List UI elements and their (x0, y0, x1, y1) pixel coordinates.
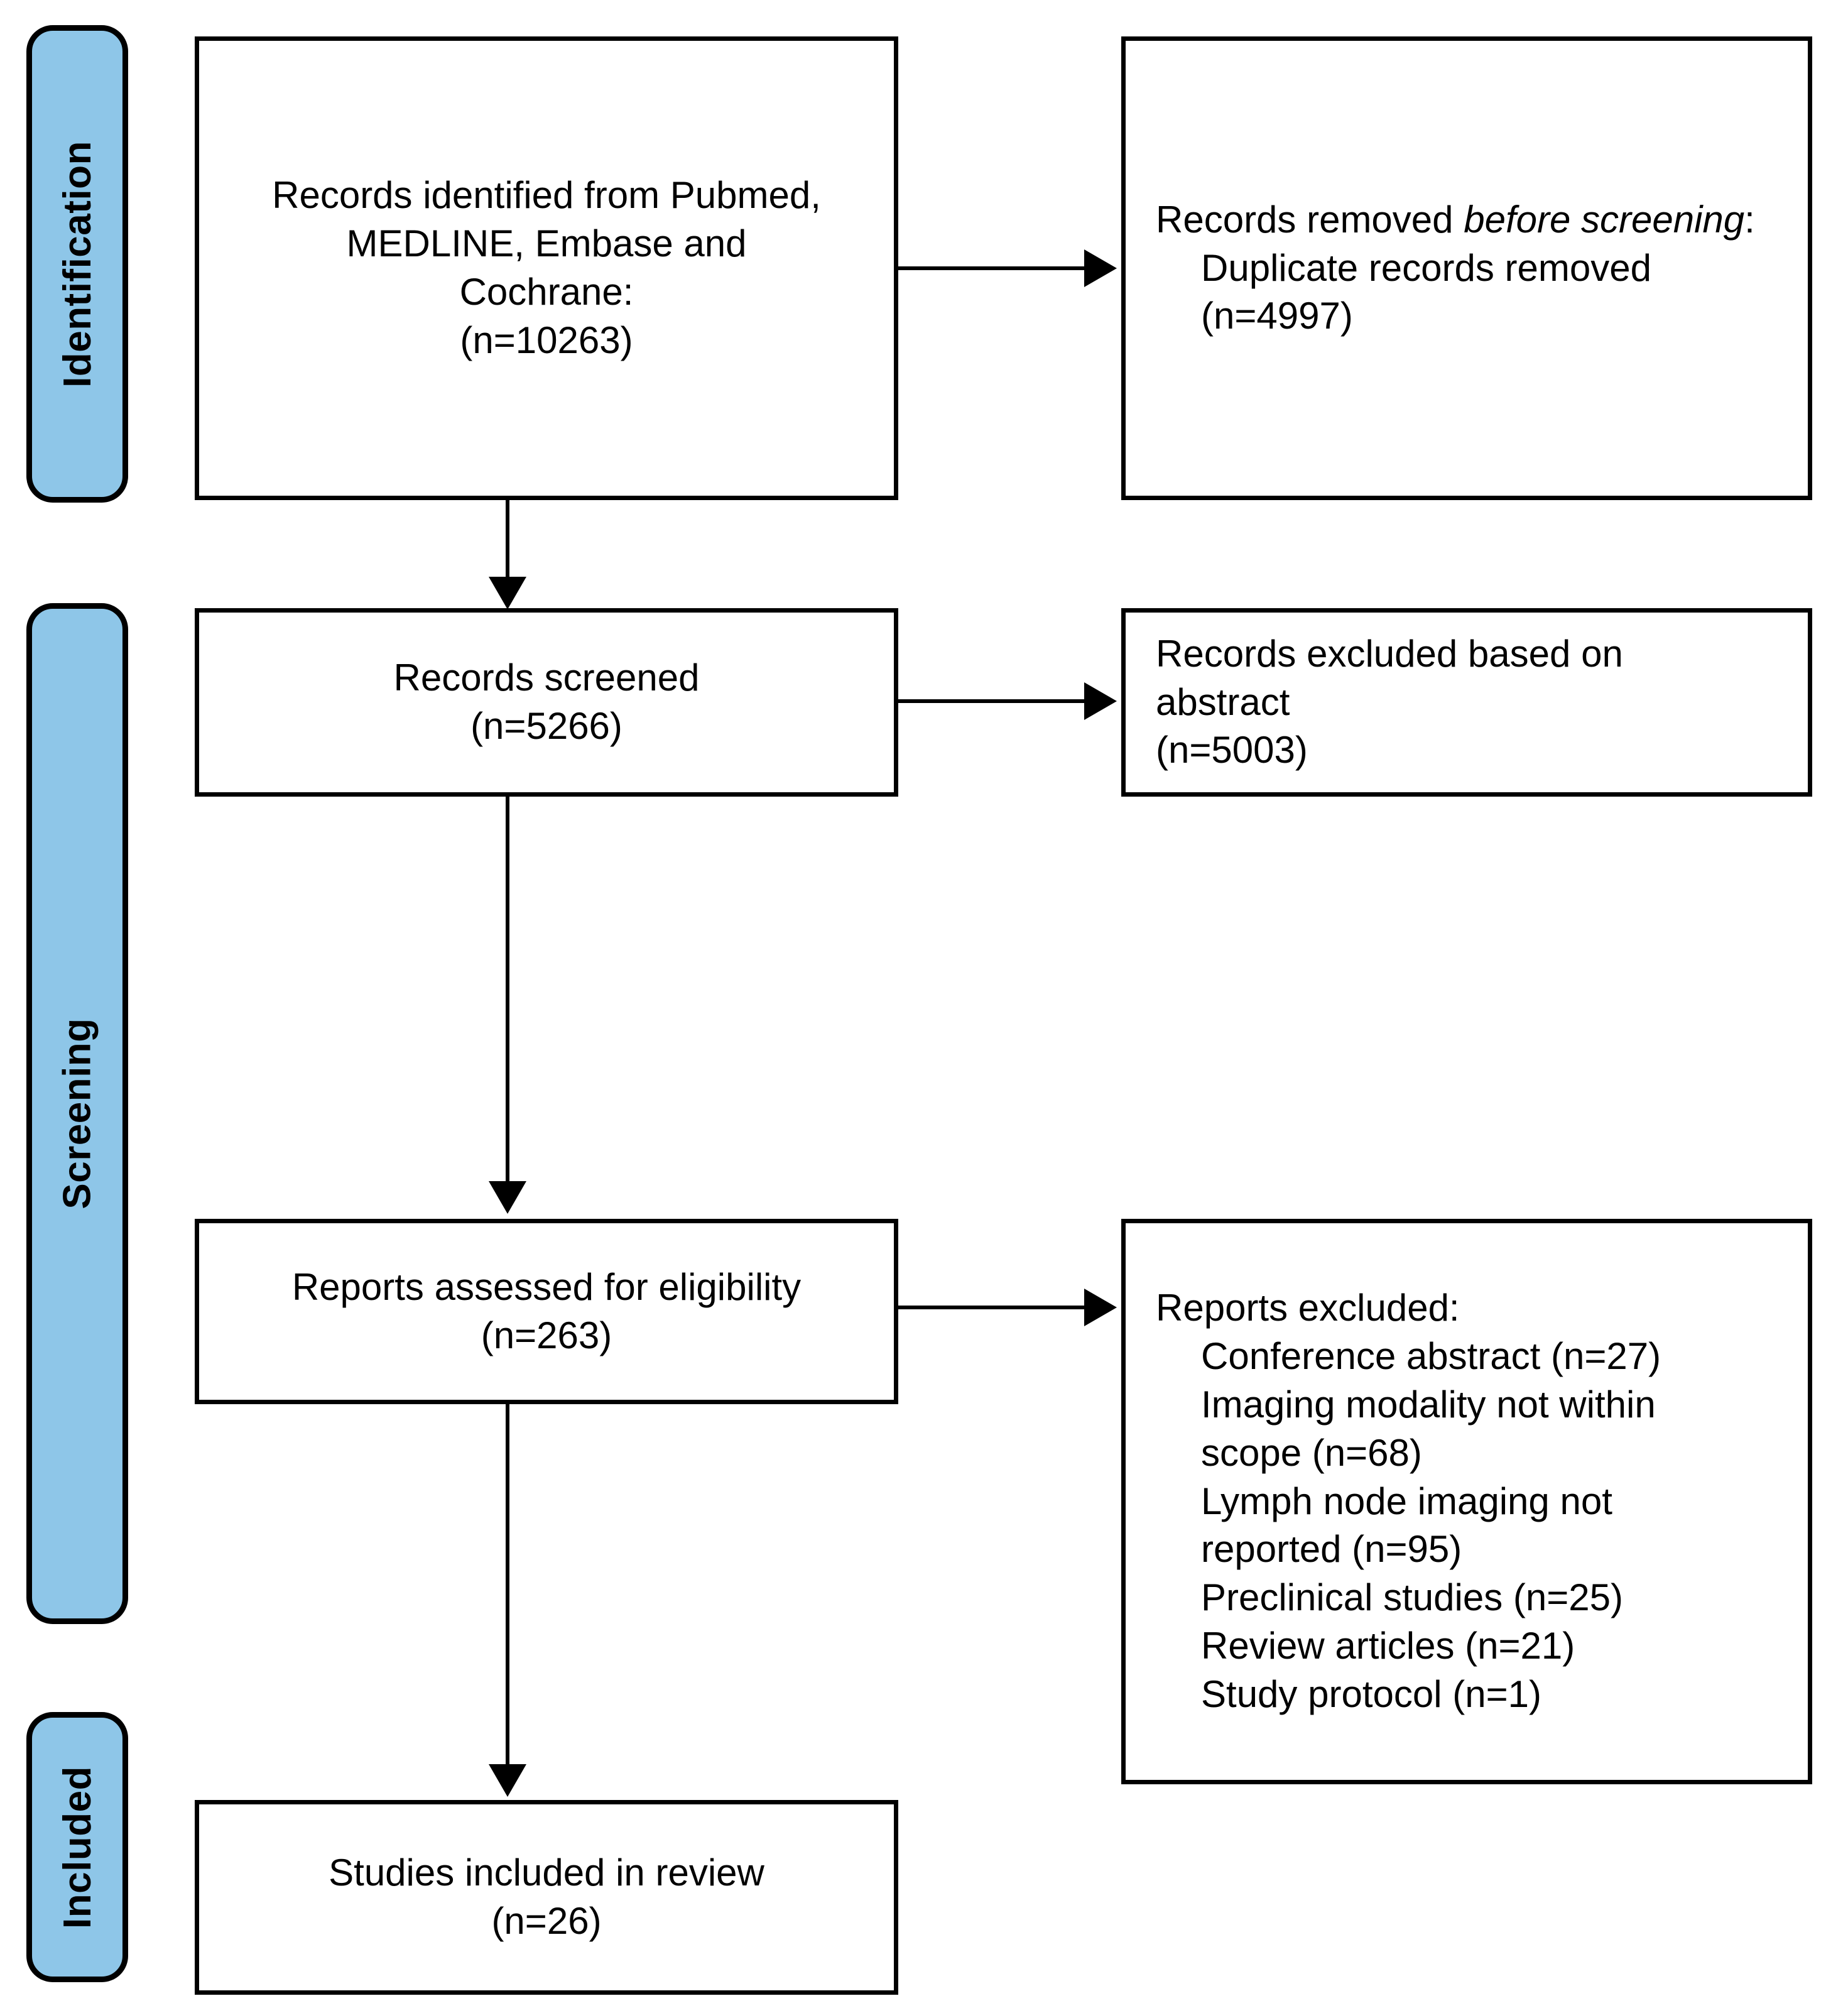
box-records-screened: Records screened (n=5266) (195, 608, 898, 797)
arrowhead-screened-to-assessed (489, 1181, 526, 1214)
records-identified-line-3: Cochrane: (459, 271, 634, 313)
records-identified-line-1: Records identified from Pubmed, (272, 174, 821, 217)
connector-identified-to-screened (506, 500, 509, 582)
connector-assessed-to-included (506, 1404, 509, 1769)
box-reports-assessed-text: Reports assessed for eligibility (n=263) (199, 1263, 894, 1360)
connector-screened-to-assessed (506, 797, 509, 1186)
connector-assessed-to-reports-excluded (898, 1306, 1087, 1309)
stage-label-identification: Identification (55, 140, 99, 388)
records-removed-heading-colon: : (1744, 198, 1755, 241)
box-records-removed-text: Records removed before screening: Duplic… (1126, 196, 1755, 341)
stage-tab-included: Included (26, 1712, 128, 1982)
studies-included-count: (n=26) (491, 1900, 602, 1942)
arrowhead-assessed-to-included (489, 1764, 526, 1797)
records-removed-heading: Records removed before screening: (1156, 196, 1755, 244)
box-reports-excluded: Reports excluded: Conference abstract (n… (1121, 1219, 1812, 1784)
box-reports-assessed: Reports assessed for eligibility (n=263) (195, 1219, 898, 1404)
reports-excluded-reason-4: Lymph node imaging not (1201, 1480, 1612, 1522)
records-removed-heading-italic: before screening (1464, 198, 1745, 241)
records-identified-count: (n=10263) (460, 319, 633, 361)
stage-tab-screening: Screening (26, 603, 128, 1624)
box-records-screened-text: Records screened (n=5266) (199, 654, 894, 751)
reports-excluded-reason-5: reported (n=95) (1201, 1528, 1462, 1571)
box-records-excluded-text: Records excluded based on abstract (n=50… (1126, 630, 1623, 775)
reports-excluded-reason-8: Study protocol (n=1) (1201, 1672, 1541, 1715)
arrowhead-screened-to-excluded (1084, 682, 1117, 720)
records-excluded-line-2: abstract (1156, 680, 1290, 723)
records-removed-item-duplicate: Duplicate records removed (1201, 246, 1651, 289)
records-removed-item-duplicate-count: (n=4997) (1201, 295, 1353, 337)
reports-excluded-reason-2: Imaging modality not within (1201, 1383, 1656, 1426)
records-screened-count: (n=5266) (470, 705, 622, 747)
connector-identified-to-removed (898, 266, 1087, 270)
stage-label-screening: Screening (55, 1018, 99, 1209)
box-records-identified-text: Records identified from Pubmed, MEDLINE,… (199, 172, 894, 364)
box-records-removed-before-screening: Records removed before screening: Duplic… (1121, 36, 1812, 500)
connector-screened-to-excluded (898, 699, 1087, 703)
arrowhead-identified-to-removed (1084, 249, 1117, 287)
records-excluded-count: (n=5003) (1156, 729, 1308, 772)
stage-tab-identification: Identification (26, 25, 128, 503)
records-screened-label: Records screened (393, 657, 700, 699)
box-studies-included-text: Studies included in review (n=26) (199, 1849, 894, 1946)
arrowhead-identified-to-screened (489, 577, 526, 609)
arrowhead-assessed-to-reports-excluded (1084, 1289, 1117, 1326)
studies-included-label: Studies included in review (329, 1851, 764, 1894)
records-identified-line-2: MEDLINE, Embase and (346, 222, 747, 265)
records-excluded-line-1: Records excluded based on (1156, 632, 1623, 675)
reports-assessed-count: (n=263) (481, 1314, 612, 1356)
stage-label-included: Included (55, 1765, 99, 1929)
box-records-identified: Records identified from Pubmed, MEDLINE,… (195, 36, 898, 500)
box-records-excluded-abstract: Records excluded based on abstract (n=50… (1121, 608, 1812, 797)
reports-excluded-reason-1: Conference abstract (n=27) (1201, 1335, 1661, 1378)
records-removed-heading-plain: Records removed (1156, 198, 1464, 241)
box-studies-included: Studies included in review (n=26) (195, 1800, 898, 1995)
reports-excluded-heading: Reports excluded: (1156, 1287, 1460, 1329)
box-reports-excluded-text: Reports excluded: Conference abstract (n… (1126, 1284, 1661, 1718)
reports-excluded-reason-6: Preclinical studies (n=25) (1201, 1576, 1623, 1619)
reports-excluded-reason-7: Review articles (n=21) (1201, 1624, 1575, 1667)
reports-excluded-reason-3: scope (n=68) (1201, 1431, 1422, 1474)
reports-assessed-label: Reports assessed for eligibility (291, 1265, 802, 1308)
